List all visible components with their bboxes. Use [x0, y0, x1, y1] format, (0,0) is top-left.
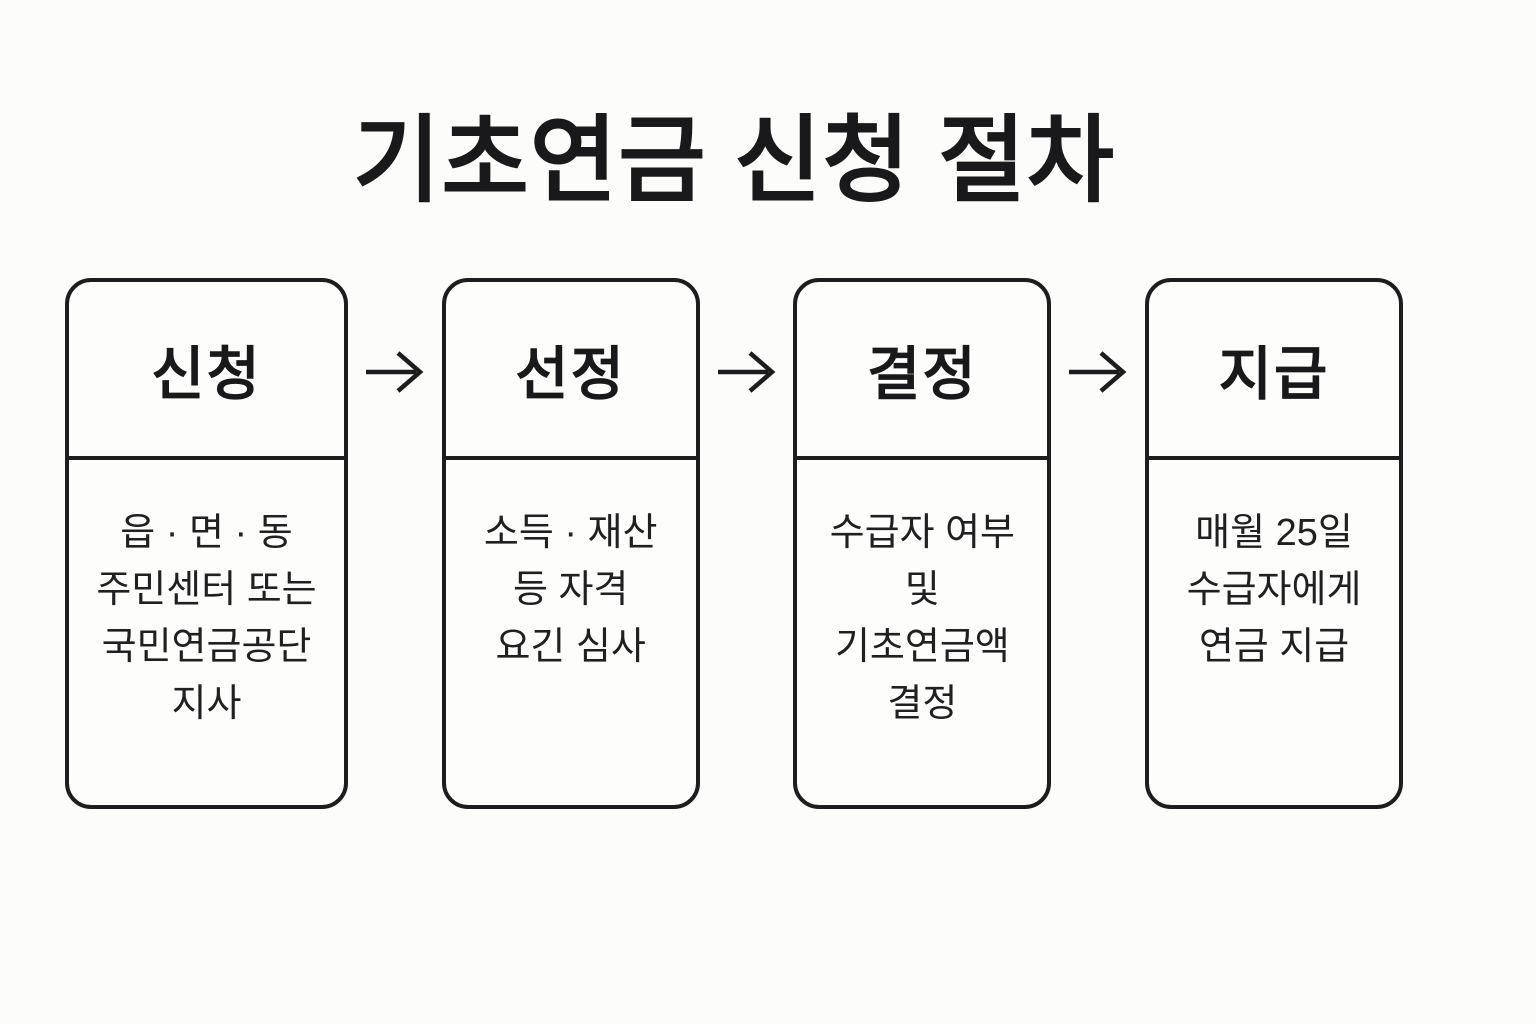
step-body-line: 소득 · 재산	[483, 512, 658, 554]
step-body-line: 수급자에게	[1186, 569, 1362, 611]
step-body-line: 요긴 심사	[495, 626, 646, 668]
flow-arrow	[1051, 348, 1145, 396]
right-arrow-icon	[365, 351, 424, 393]
step-body: 읍 · 면 · 동 주민센터 또는 국민연금공단 지사	[69, 460, 344, 733]
step-header-label: 지급	[1149, 282, 1400, 460]
step-body: 수급자 여부 및 기초연금액 결정	[797, 460, 1047, 733]
right-arrow-icon	[1069, 351, 1127, 393]
step-header-label: 선정	[445, 282, 696, 460]
step-body-line: 주민센터 또는	[96, 569, 317, 611]
step-body-line: 및	[904, 569, 940, 611]
step-card-selection: 선정 소득 · 재산 등 자격 요긴 심사	[441, 278, 700, 809]
step-body-line: 매월 25일	[1195, 512, 1353, 554]
flow-arrow	[700, 348, 794, 396]
step-body-line: 국민연금공단	[101, 626, 312, 668]
step-header-label: 결정	[797, 282, 1048, 460]
step-body-line: 결정	[887, 683, 958, 725]
step-card-decision: 결정 수급자 여부 및 기초연금액 결정	[793, 278, 1052, 809]
step-body-line: 수급자 여부	[829, 512, 1016, 554]
step-body: 소득 · 재산 등 자격 요긴 심사	[446, 460, 696, 676]
step-body: 매월 25일 수급자에게 연금 지급	[1149, 460, 1399, 676]
step-header-label: 신청	[69, 282, 344, 460]
step-body-line: 지사	[171, 683, 242, 725]
step-card-application: 신청 읍 · 면 · 동 주민센터 또는 국민연금공단 지사	[65, 278, 348, 809]
step-body-line: 읍 · 면 · 동	[120, 512, 293, 554]
flow-arrow	[348, 348, 442, 396]
step-body-line: 연금 지급	[1198, 626, 1350, 668]
page-title: 기초연금 신청 절차	[353, 108, 1115, 214]
right-arrow-icon	[717, 351, 775, 393]
step-body-line: 등 자격	[512, 569, 629, 611]
step-body-line: 기초연금액	[834, 626, 1010, 668]
step-card-payment: 지급 매월 25일 수급자에게 연금 지급	[1145, 278, 1404, 809]
flow-diagram: 신청 읍 · 면 · 동 주민센터 또는 국민연금공단 지사 선정 소득 · 재…	[65, 278, 1404, 809]
